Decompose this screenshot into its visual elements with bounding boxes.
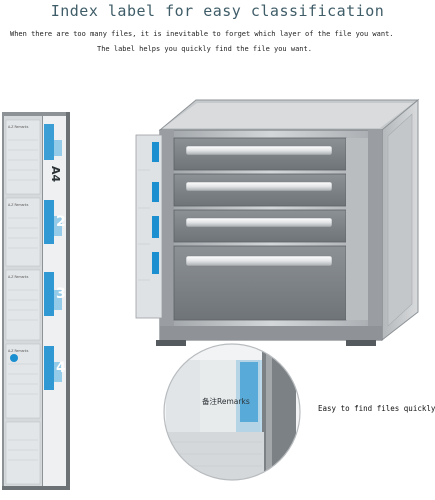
drawer-3 (173, 209, 347, 243)
strip-number-2: 2 (56, 214, 66, 230)
drawer-handle (185, 217, 333, 228)
zoom-caption: Easy to find files quickly (318, 404, 435, 413)
drawer-2 (173, 173, 347, 207)
label-strip: A-Z Remarks A-Z Remarks A-Z Remarks A-Z … (2, 112, 70, 490)
tab-marker-1 (44, 124, 54, 160)
strip-number-3: 3 (56, 286, 66, 302)
drawer-handle (185, 181, 333, 192)
page-title: Index label for easy classification (50, 2, 385, 20)
tab-marker-2 (44, 200, 54, 244)
tab-marker-4 (44, 346, 54, 390)
tab-marker-3 (44, 272, 54, 316)
strip-tag-4: A-Z Remarks (8, 349, 29, 353)
strip-tag-2: A-Z Remarks (8, 203, 29, 207)
drawer-4 (173, 245, 347, 321)
zoom-tag-text: 备注Remarks (202, 396, 250, 406)
strip-tag-1: A-Z Remarks (8, 125, 29, 129)
zoom-inset: 备注Remarks (163, 343, 301, 481)
a4-mark: A4 (49, 166, 62, 183)
strip-number-4: 4 (56, 360, 66, 376)
drawer-cabinet (135, 98, 420, 346)
strip-tag-3: A-Z Remarks (8, 275, 29, 279)
drawer-handle (185, 255, 333, 267)
description-line-2: The label helps you quickly find the fil… (97, 45, 312, 53)
drawer-handle (185, 145, 333, 156)
description-line-1: When there are too many files, it is ine… (10, 30, 394, 38)
drawer-1 (173, 137, 347, 171)
strip-dot (10, 354, 18, 362)
